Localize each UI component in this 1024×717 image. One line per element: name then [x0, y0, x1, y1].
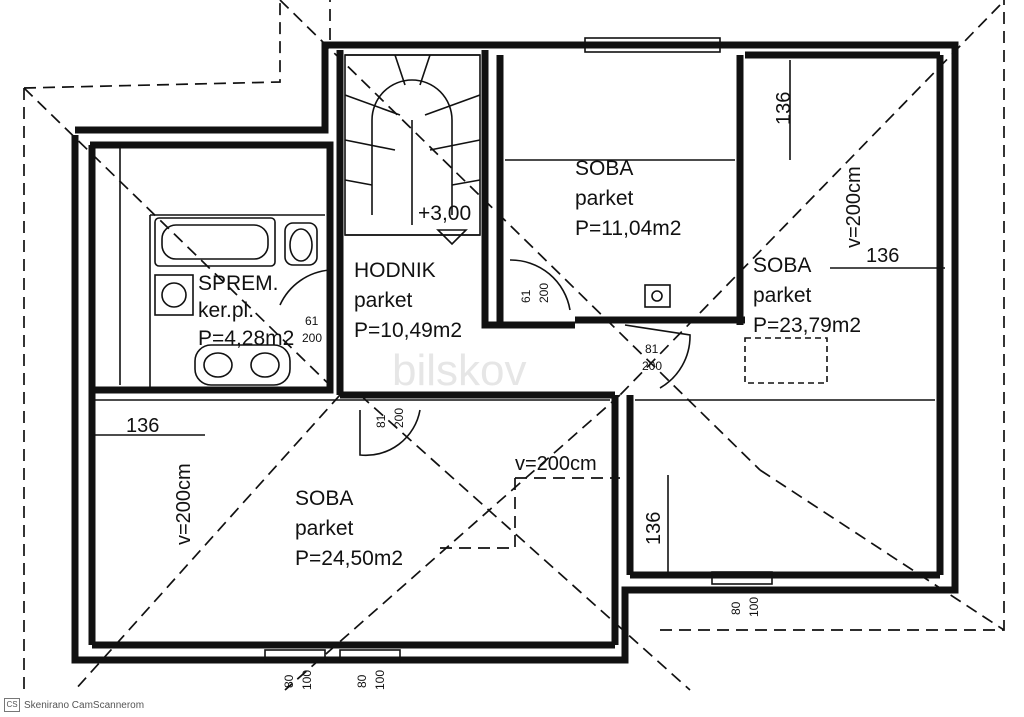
dimension-lines — [95, 60, 945, 575]
roof-hip-lines — [23, 0, 1005, 691]
dim-136-right: 136 — [866, 245, 899, 267]
door-soba-bottom-h: 200 — [392, 408, 406, 428]
room-area: P=11,04m2 — [575, 217, 681, 240]
level-marker: +3,00 — [418, 202, 471, 225]
doors — [279, 259, 691, 457]
window-bottom-2-h: 100 — [373, 670, 387, 690]
room-soba-bottom: SOBA parket P=24,50m2 — [295, 487, 403, 570]
windows — [264, 37, 773, 663]
door-sprem-h: 200 — [302, 331, 322, 345]
door-soba-right-h: 200 — [642, 359, 662, 373]
room-hodnik: HODNIK parket P=10,49m2 — [354, 259, 462, 342]
door-soba-right-w: 81 — [645, 342, 659, 356]
window-bottom-2-w: 80 — [355, 674, 369, 688]
room-name: SOBA — [753, 254, 811, 277]
dimension-labels: 136 136 136 136 v=200cm v=200cm v=200cm — [126, 92, 899, 545]
room-soba-right: SOBA parket P=23,79m2 — [753, 254, 861, 337]
room-name: SOBA — [295, 487, 353, 510]
room-name: HODNIK — [354, 259, 436, 282]
room-floor: ker.pl. — [198, 299, 254, 322]
room-area: P=4,28m2 — [198, 327, 294, 350]
room-floor: parket — [753, 284, 812, 307]
room-soba-top: SOBA parket P=11,04m2 — [575, 157, 681, 240]
room-floor: parket — [354, 289, 413, 312]
dim-136-left: 136 — [126, 415, 159, 437]
door-soba-top-w: 61 — [519, 289, 533, 303]
room-area: P=23,79m2 — [753, 314, 861, 337]
bathroom-fixtures — [154, 217, 828, 386]
watermark: bilskov — [392, 346, 527, 395]
window-bottom-1-w: 80 — [282, 674, 296, 688]
room-floor: parket — [575, 187, 634, 210]
room-area: P=10,49m2 — [354, 319, 462, 342]
opening-labels: 61 200 61 200 81 200 81 200 80 100 80 10… — [282, 283, 761, 690]
window-bottom-1-h: 100 — [300, 670, 314, 690]
dim-136-mid: 136 — [643, 512, 665, 545]
dim-136-top: 136 — [773, 92, 795, 125]
walls — [71, 41, 959, 664]
room-name: SPREM. — [198, 272, 279, 295]
room-sprem: SPREM. ker.pl. P=4,28m2 — [198, 272, 294, 350]
dim-v200-left: v=200cm — [173, 463, 195, 545]
door-soba-bottom-w: 81 — [374, 414, 388, 428]
window-right-h: 100 — [747, 597, 761, 617]
room-name: SOBA — [575, 157, 633, 180]
door-sprem-w: 61 — [305, 314, 319, 328]
room-area: P=24,50m2 — [295, 547, 403, 570]
room-floor: parket — [295, 517, 354, 540]
dim-v200-mid: v=200cm — [515, 453, 597, 475]
staircase — [344, 54, 481, 246]
window-right-w: 80 — [729, 601, 743, 615]
scanner-footer: CS Skenirano CamScannerom — [4, 697, 144, 713]
camscanner-logo-icon: CS — [4, 698, 20, 712]
door-soba-top-h: 200 — [537, 283, 551, 303]
dim-v200-right: v=200cm — [843, 166, 865, 248]
scanner-footer-text: Skenirano CamScannerom — [24, 699, 145, 711]
